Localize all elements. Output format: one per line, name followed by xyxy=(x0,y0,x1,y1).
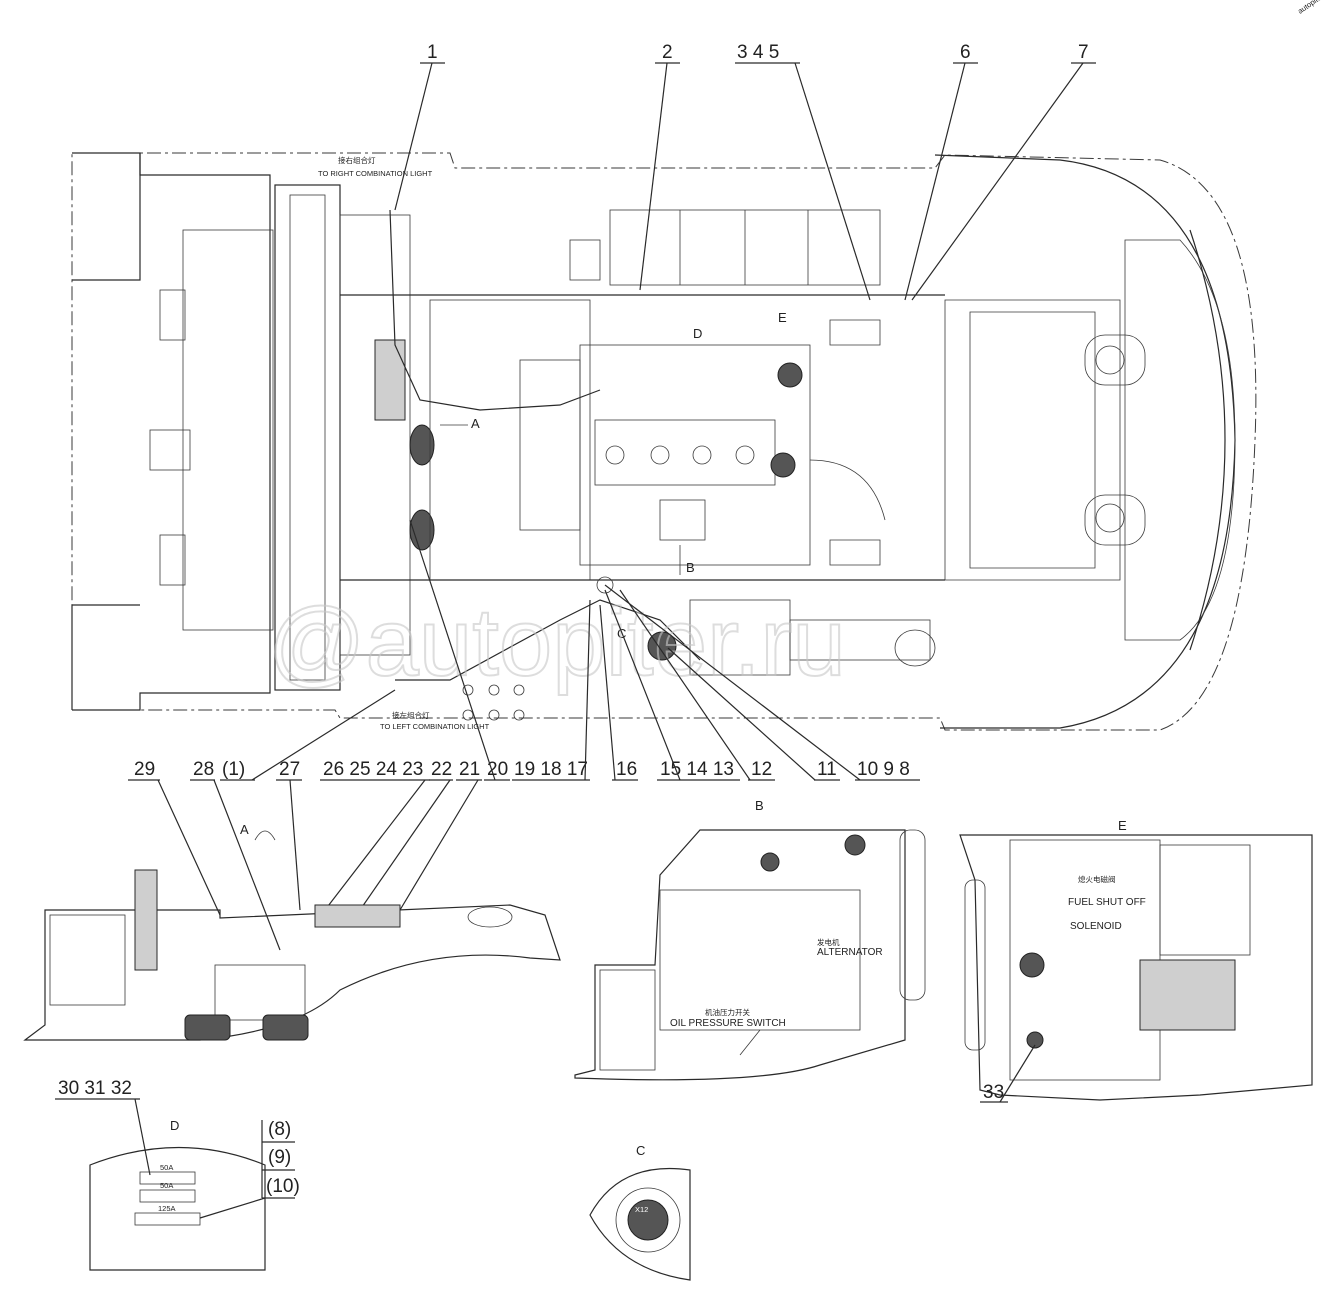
callout-33: 33 xyxy=(983,1082,1004,1103)
callout-20: 20 xyxy=(487,759,508,780)
middle-callouts: 29 28 (1) 27 26 25 24 23 22 21 20 19 18 … xyxy=(128,519,920,951)
callout-1: 1 xyxy=(427,42,438,63)
callout-p9: (9) xyxy=(268,1147,291,1168)
view-D-label: D xyxy=(170,1118,179,1133)
alternator-en: ALTERNATOR xyxy=(817,947,883,958)
callout-26-23: 26 25 24 23 xyxy=(323,759,423,780)
left-light-cn: 接左组合灯 xyxy=(392,710,430,720)
fuel-cn: 熄火电磁阀 xyxy=(1078,874,1116,884)
marker-A: A xyxy=(471,416,480,431)
view-D: 30 31 32 D 50A 50A 125A (8) (9) (10) xyxy=(55,1078,300,1271)
view-C: C X12 xyxy=(589,1143,691,1281)
callout-6: 6 xyxy=(960,42,971,63)
oil-switch-en: OIL PRESSURE SWITCH xyxy=(670,1018,786,1029)
right-light-en: TO RIGHT COMBINATION LIGHT xyxy=(318,169,433,178)
fuel-en2: SOLENOID xyxy=(1070,921,1122,932)
callout-27: 27 xyxy=(279,759,300,780)
callout-11: 11 xyxy=(817,759,837,780)
right-light-cn: 接右组合灯 xyxy=(338,155,376,165)
callout-28: 28 xyxy=(193,759,214,780)
view-B-label: B xyxy=(755,798,764,813)
callout-3-4-5: 3 4 5 xyxy=(737,42,779,63)
callout-15-13: 15 14 13 xyxy=(660,759,734,780)
fuse-3: 125A xyxy=(158,1204,176,1213)
fuse-2: 50A xyxy=(160,1181,173,1190)
alternator-cn: 发电机 xyxy=(817,937,840,947)
marker-B: B xyxy=(686,560,695,575)
view-B: B 发电机 ALTERNATOR 机油压力开关 OIL PRESSURE SWI… xyxy=(574,798,926,1081)
callout-10-8: 10 9 8 xyxy=(857,759,910,780)
callout-21: 21 xyxy=(459,759,480,780)
view-E: E 熄火电磁阀 FUEL SHUT OFF SOLENOID 33 xyxy=(959,818,1313,1103)
callout-30-32: 30 31 32 xyxy=(58,1078,132,1099)
callout-2: 2 xyxy=(662,42,673,63)
x12-label: X12 xyxy=(635,1205,648,1214)
corner-mark: autopiter.ru xyxy=(1296,0,1332,16)
callout-19-17: 19 18 17 xyxy=(514,759,588,780)
view-C-label: C xyxy=(636,1143,645,1158)
callout-12: 12 xyxy=(751,759,772,780)
watermark: @autopiter.ru xyxy=(268,589,846,696)
callout-1b: (1) xyxy=(222,759,245,780)
left-light-en: TO LEFT COMBINATION LIGHT xyxy=(380,722,490,731)
oil-switch-cn: 机油压力开关 xyxy=(705,1007,750,1017)
view-A: A xyxy=(23,822,561,1041)
view-E-label: E xyxy=(1118,818,1127,833)
callout-29: 29 xyxy=(134,759,155,780)
view-A-label: A xyxy=(240,822,249,837)
callout-22: 22 xyxy=(431,759,452,780)
callout-7: 7 xyxy=(1078,42,1089,63)
marker-D: D xyxy=(693,326,702,341)
callout-16: 16 xyxy=(616,759,637,780)
top-callouts: 1 2 3 4 5 6 7 xyxy=(394,42,1096,301)
callout-p10: (10) xyxy=(266,1176,300,1197)
marker-E: E xyxy=(778,310,787,325)
fuse-1: 50A xyxy=(160,1163,173,1172)
fuel-en1: FUEL SHUT OFF xyxy=(1068,897,1146,908)
callout-p8: (8) xyxy=(268,1119,291,1140)
